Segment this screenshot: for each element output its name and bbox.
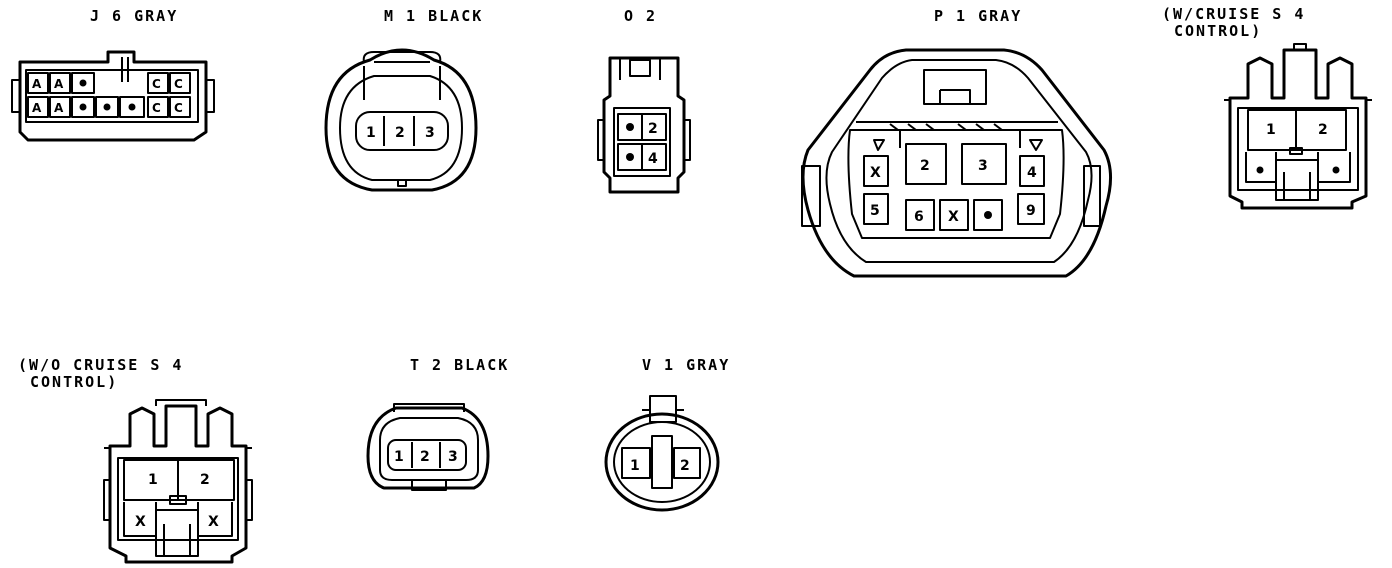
- connector-s4-without-cruise: (W/O CRUISE S 4 CONTROL) 1 2 X X: [18, 356, 253, 564]
- connector-s4-with-cruise: (W/CRUISE S 4 CONTROL) 1 2: [1162, 5, 1372, 210]
- connector-t2: T 2 BLACK 1 2 3: [366, 356, 509, 491]
- connector-s4-with-cruise-label-line1: (W/CRUISE S 4: [1162, 5, 1305, 23]
- connector-v1-label: V 1 GRAY: [642, 356, 730, 374]
- s4wo-pin-2: 2: [200, 472, 210, 488]
- connector-s4-without-cruise-label-line1: (W/O CRUISE S 4: [18, 356, 183, 374]
- p1-pin-5: 5: [870, 203, 880, 219]
- j6-pin-c4: C: [174, 101, 183, 115]
- j6-pin-a2: A: [54, 77, 64, 91]
- p1-pin-3: 3: [978, 158, 988, 174]
- connector-j6: J 6 GRAY A A C C A A C C: [11, 7, 215, 142]
- j6-pin-a1: A: [32, 77, 42, 91]
- t2-pin-3: 3: [448, 449, 458, 465]
- v1-pin-2: 2: [680, 458, 690, 474]
- j6-pin-c3: C: [152, 101, 161, 115]
- t2-pin-1: 1: [394, 449, 404, 465]
- m1-pin-2: 2: [395, 125, 405, 141]
- s4wo-pin-x1: X: [135, 514, 146, 530]
- connector-m1-label: M 1 BLACK: [384, 7, 483, 25]
- connector-s4-without-cruise-label-line2: CONTROL): [30, 373, 118, 391]
- t2-pin-2: 2: [420, 449, 430, 465]
- j6-pin-a4: A: [54, 101, 64, 115]
- p1-pin-x2: X: [948, 209, 959, 225]
- connector-p1: P 1 GRAY X 2 3 4 5 6 X 9: [801, 7, 1112, 278]
- s4w-pin-2: 2: [1318, 122, 1328, 138]
- s4wo-pin-x2: X: [208, 514, 219, 530]
- m1-pin-3: 3: [425, 125, 435, 141]
- connector-v1: V 1 GRAY 1 2: [604, 356, 730, 512]
- connector-o2: O 2 2 4: [597, 7, 691, 194]
- j6-pin-c1: C: [152, 77, 161, 91]
- j6-pin-c2: C: [174, 77, 183, 91]
- p1-pin-6: 6: [914, 209, 924, 225]
- connector-j6-label: J 6 GRAY: [90, 7, 178, 25]
- connector-p1-label: P 1 GRAY: [934, 7, 1022, 25]
- o2-pin-4: 4: [648, 151, 658, 167]
- v1-pin-1: 1: [630, 458, 640, 474]
- connector-s4-with-cruise-label-line2: CONTROL): [1174, 22, 1262, 40]
- p1-pin-4: 4: [1027, 165, 1037, 181]
- o2-pin-2: 2: [648, 121, 658, 137]
- p1-pin-2: 2: [920, 158, 930, 174]
- s4wo-pin-1: 1: [148, 472, 158, 488]
- connector-t2-label: T 2 BLACK: [410, 356, 509, 374]
- j6-pin-a3: A: [32, 101, 42, 115]
- connector-o2-label: O 2: [624, 7, 657, 25]
- p1-pin-9: 9: [1026, 203, 1036, 219]
- s4w-pin-1: 1: [1266, 122, 1276, 138]
- p1-pin-x1: X: [870, 165, 881, 181]
- m1-pin-1: 1: [366, 125, 376, 141]
- connector-m1: M 1 BLACK 1 2 3: [324, 7, 483, 192]
